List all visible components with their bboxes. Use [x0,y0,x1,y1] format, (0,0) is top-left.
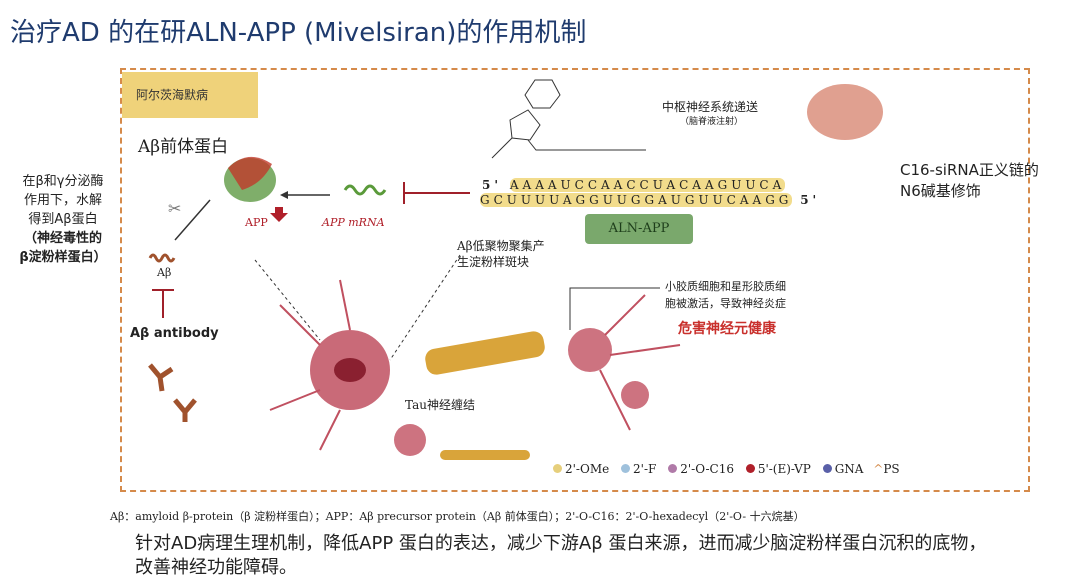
legend-swatch [621,464,631,473]
five-prime-label: 5' [482,178,503,192]
note-line: C16-siRNA正义链的 [900,161,1039,179]
aln-app-label: ALN-APP [585,214,693,244]
note-line: 生淀粉样斑块 [457,255,530,269]
legend-swatch [822,464,832,473]
c16-modification-note: C16-siRNA正义链的 N6碱基修饰 [900,160,1039,202]
legend-swatch [668,464,678,473]
app-protein-icon [224,156,276,202]
note-line: 在β和γ分泌酶 [22,174,104,189]
app-label: APP [245,216,268,229]
legend-label: PS [883,462,900,476]
tau-label: Tau神经缠结 [405,398,475,412]
note-line: 胞被激活，导致神经炎症 [665,297,786,310]
note-line: β淀粉样蛋白） [19,250,107,265]
antisense-sequence: GCUUUUAGGUUGGAUGUUCAAGG [480,193,793,207]
note-line: 小胶质细胞和星形胶质细 [665,280,786,293]
slide-title: 治疗AD 的在研ALN-APP (Mivelsiran)的作用机制 [10,18,587,48]
legend-swatch [745,464,755,473]
diagram-frame [120,68,1030,492]
secretase-note: 在β和γ分泌酶 作用下，水解 得到Aβ蛋白 （神经毒性的 β淀粉样蛋白） [8,172,118,267]
glia-note: 小胶质细胞和星形胶质细 胞被激活，导致神经炎症 [665,278,786,312]
note-line: （神经毒性的 [23,231,102,246]
chemical-structure [491,79,646,159]
note-line: 得到Aβ蛋白 [28,212,98,227]
mrna-icon [343,184,387,196]
abeta-icon [148,253,176,263]
antisense-strand: GCUUUUAGGUUGGAUGUUCAAGG 5' [480,193,820,207]
legend-swatch [553,464,562,473]
cns-delivery-label: 中枢神经系统递送 [662,100,759,114]
cns-delivery-sub: （脑脊液注射） [680,117,744,127]
plaque-note: Aβ低聚物聚集产 生淀粉样斑块 [457,238,545,270]
disease-tag: 阿尔茨海默病 [122,72,258,118]
note-line: 作用下，水解 [23,193,102,208]
neuron-icon [310,328,649,460]
abeta-label: Aβ [157,266,172,279]
sense-sequence: AAAAUCCAACCUACAAGUUCA [509,178,786,192]
scissors-icon: ✂ [168,199,181,218]
precursor-label: Aβ前体蛋白 [138,137,229,157]
legend: 2'-OMe 2'-F 2'-O-C16 5'-(E)-VP GNA ^PS [545,462,900,476]
five-prime-label: 5' [800,193,821,207]
legend-label: 5'-(E)-VP [757,462,811,476]
harm-label: 危害神经元健康 [678,321,776,337]
legend-label: 2'-O-C16 [680,462,734,476]
down-arrow-icon [270,207,288,222]
note-line: Aβ低聚物聚集产 [457,239,545,253]
legend-label: GNA [834,462,864,476]
sense-strand: 5' AAAAUCCAACCUACAAGUUCA [482,178,786,192]
ps-icon: ^ [873,462,884,476]
antibody-label: Aβ antibody [130,326,219,341]
footnote: Aβ：amyloid β-protein（β 淀粉样蛋白）；APP：Aβ pre… [110,510,805,523]
brain-icon [807,84,883,140]
summary-text: 针对AD病理生理机制，降低APP 蛋白的表达，减少下游Aβ 蛋白来源，进而减少脑… [135,533,987,578]
legend-label: 2'-F [633,462,657,476]
antibody-icon [148,363,197,422]
note-line: N6碱基修饰 [900,182,981,200]
legend-label: 2'-OMe [565,462,610,476]
mrna-label: APP mRNA [322,216,385,229]
